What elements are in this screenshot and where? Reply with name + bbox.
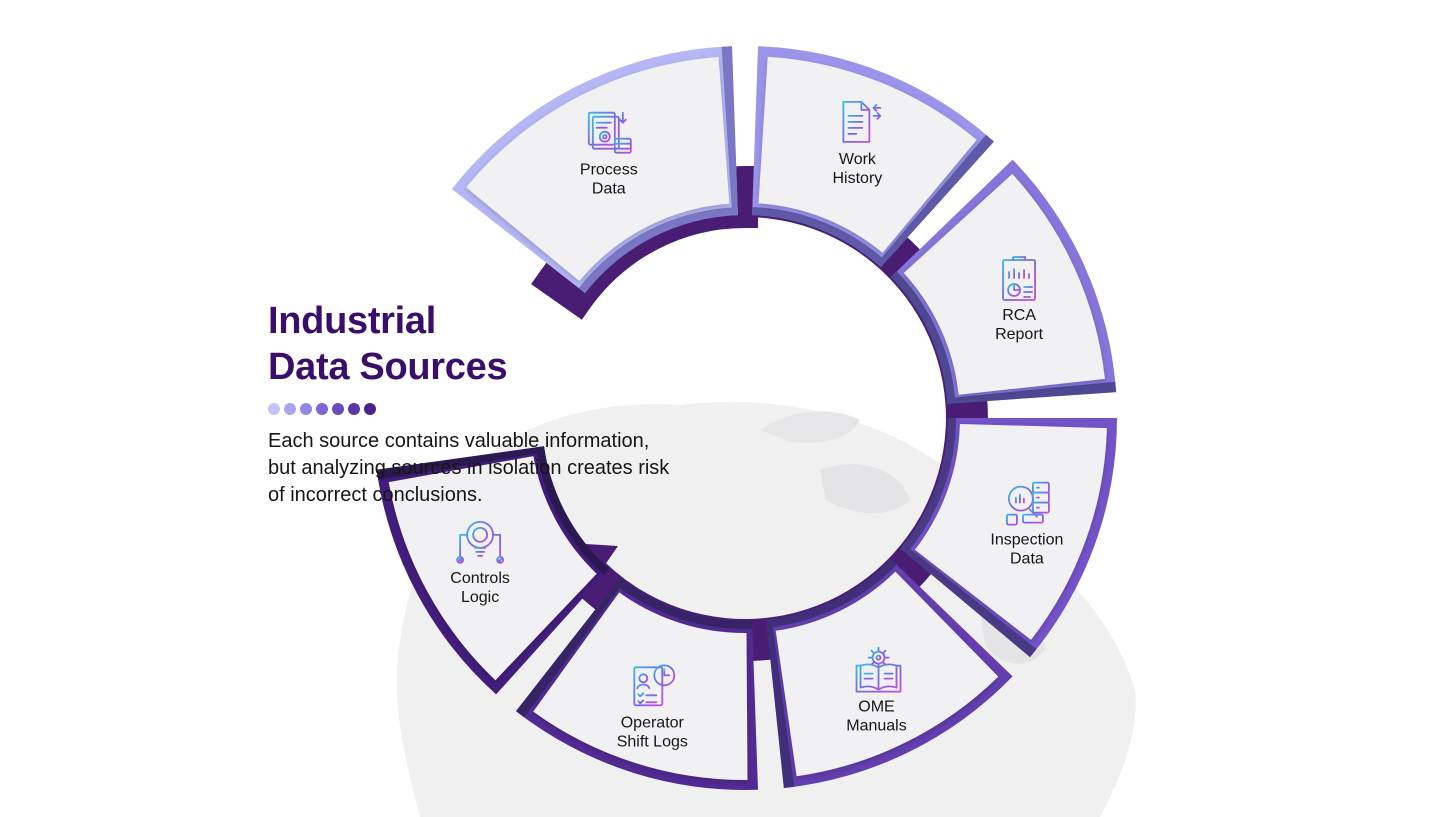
dot-1 bbox=[268, 403, 280, 415]
segment-edge bbox=[516, 578, 625, 718]
dot-5 bbox=[332, 403, 344, 415]
segment-card bbox=[533, 592, 748, 781]
segment-label-line-2: Data bbox=[1010, 551, 1044, 568]
segment-label-line-2: History bbox=[833, 170, 883, 187]
title-line-1: Industrial bbox=[268, 300, 437, 342]
title-line-2: Data Sources bbox=[268, 346, 508, 388]
segment-card bbox=[903, 173, 1105, 395]
clipboard-chart-icon bbox=[1002, 256, 1036, 301]
process-data-icon bbox=[587, 111, 632, 154]
description-line-2: but analyzing sources in isolation creat… bbox=[268, 457, 670, 479]
segment-label-line-2: Logic bbox=[461, 589, 499, 606]
page-title: Industrial Data Sources bbox=[268, 298, 508, 390]
dot-2 bbox=[284, 403, 296, 415]
segment-label-line-1: RCA bbox=[1002, 307, 1036, 324]
segment-ome: OME Manuals bbox=[766, 559, 1013, 788]
segment-rca: RCA Report bbox=[891, 159, 1117, 404]
dot-4 bbox=[316, 403, 328, 415]
segment-edge bbox=[376, 446, 545, 480]
segment-inner-edge bbox=[900, 418, 956, 554]
gear-book-icon bbox=[855, 646, 902, 693]
segment-label-line-2: Data bbox=[592, 181, 626, 198]
segment-card bbox=[914, 424, 1107, 640]
segment-label-line-1: Operator bbox=[621, 714, 685, 731]
dot-7 bbox=[364, 403, 376, 415]
segment-label-line-1: OME bbox=[858, 699, 894, 716]
segment-label-line-1: Process bbox=[580, 162, 638, 179]
segment-label-line-1: Controls bbox=[450, 570, 510, 587]
user-log-icon bbox=[633, 664, 676, 707]
segment-label-line-2: Shift Logs bbox=[617, 733, 688, 750]
segment-card bbox=[388, 456, 597, 681]
description-line-1: Each source contains valuable informatio… bbox=[268, 430, 650, 452]
segment-edge bbox=[766, 619, 795, 788]
segment-inner-edge bbox=[578, 207, 738, 293]
segment-inner-edge bbox=[891, 271, 956, 404]
segment-label-line-1: Inspection bbox=[990, 532, 1063, 549]
description: Each source contains valuable informatio… bbox=[268, 428, 768, 509]
description-line-3: of incorrect conclusions. bbox=[268, 484, 483, 506]
segment-edge bbox=[947, 381, 1117, 404]
segment-edge bbox=[721, 46, 738, 216]
segment-card bbox=[758, 56, 977, 253]
bulb-gear-icon bbox=[456, 520, 505, 564]
segment-inner-edge bbox=[615, 578, 753, 630]
progress-dots bbox=[268, 403, 376, 415]
segment-card bbox=[466, 57, 730, 281]
segment-inner-edge bbox=[766, 559, 897, 628]
document-transfer-icon bbox=[842, 100, 882, 143]
magnifier-database-icon bbox=[1006, 481, 1050, 526]
dot-3 bbox=[300, 403, 312, 415]
segment-label-line-2: Report bbox=[995, 326, 1044, 343]
segment-label-line-1: Work bbox=[839, 151, 877, 168]
segment-edge bbox=[900, 544, 1037, 658]
segment-edge bbox=[876, 134, 994, 268]
segment-inner-edge bbox=[536, 446, 610, 575]
dot-6 bbox=[348, 403, 360, 415]
segment-inner-edge bbox=[752, 207, 887, 268]
segment-label-line-2: Manuals bbox=[846, 718, 906, 735]
